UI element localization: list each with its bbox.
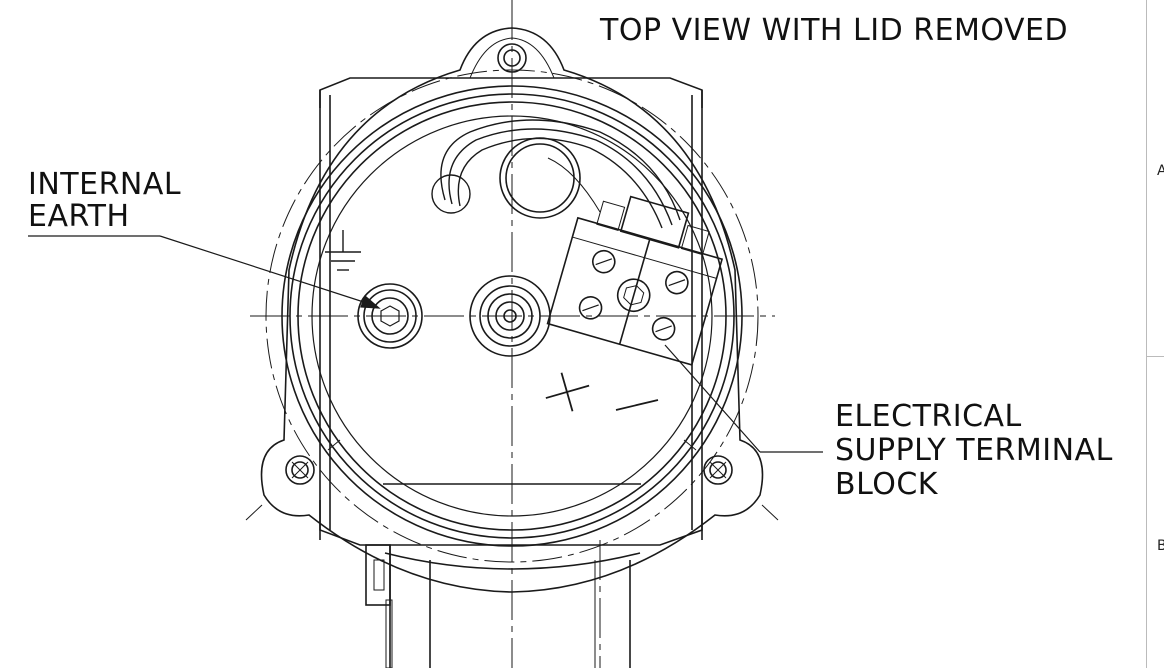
mounting-hole-right bbox=[703, 455, 733, 485]
wire-loop bbox=[431, 119, 681, 229]
border-zone-b: B bbox=[1157, 538, 1164, 554]
cable-entry bbox=[365, 544, 641, 668]
internal-earth-label-line-1: INTERNAL bbox=[28, 167, 182, 202]
drawing-frame-edge bbox=[1146, 0, 1147, 668]
housing-flange bbox=[260, 27, 764, 593]
drawing-frame-zone-divider bbox=[1146, 356, 1164, 357]
terminal-block bbox=[546, 195, 724, 366]
border-zone-a: A bbox=[1157, 163, 1164, 179]
leader-lines bbox=[28, 235, 823, 453]
terminal-block-label-line-3: BLOCK bbox=[835, 467, 938, 502]
mounting-hole-left bbox=[285, 455, 315, 485]
terminal-block-label-line-2: SUPPLY TERMINAL bbox=[835, 433, 1113, 468]
positive-mark bbox=[545, 372, 590, 412]
drawing-title: TOP VIEW WITH LID REMOVED bbox=[600, 13, 1069, 48]
radial-ticks bbox=[245, 439, 779, 521]
terminal-block-label-line-1: ELECTRICAL bbox=[835, 399, 1022, 434]
negative-mark bbox=[615, 399, 659, 411]
bolt-circle bbox=[265, 69, 759, 563]
internal-earth-label-line-2: EARTH bbox=[28, 199, 130, 234]
center-bolt bbox=[469, 275, 551, 357]
earth-stud bbox=[357, 283, 423, 349]
center-lines bbox=[250, 0, 775, 668]
mounting-hole-top bbox=[497, 43, 527, 73]
housing-rim bbox=[281, 85, 743, 547]
earth-symbol-icon bbox=[325, 230, 361, 271]
